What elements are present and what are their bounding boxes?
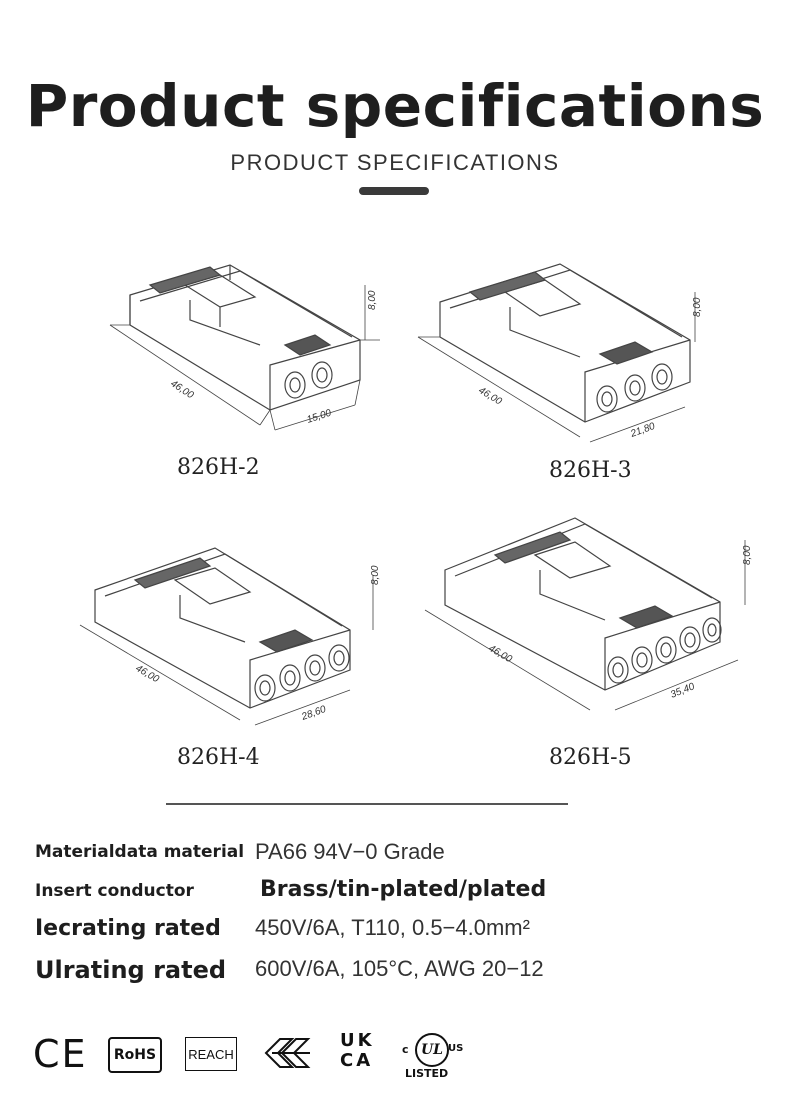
page-title: Product specifications	[25, 72, 765, 140]
page-subtitle: PRODUCT SPECIFICATIONS	[230, 150, 560, 175]
length-dimension: 46,00	[476, 385, 503, 408]
product-drawing-826h-3: 46,00 21,80 8,00	[400, 252, 710, 452]
product-drawing-826h-2: 46,00 15,00 8,00	[90, 245, 390, 445]
length-dimension: 46,00	[134, 663, 162, 685]
section-divider	[166, 803, 568, 805]
model-label-826h-4: 826H-4	[177, 745, 260, 770]
reach-icon: REACH	[185, 1037, 237, 1071]
spec-value-insert: Brass/tin-plated/plated	[260, 877, 547, 902]
connector-drawing-4: 46,00 28,60 8,00	[79, 547, 381, 726]
height-dimension: 8,00	[367, 290, 378, 310]
model-label-826h-5: 826H-5	[549, 745, 632, 770]
spec-label-insert: Insert conductor	[35, 881, 194, 901]
spec-value-material: PA66 94V−0 Grade	[255, 839, 445, 864]
spec-label-ul: Ulrating rated	[35, 956, 227, 984]
spec-label-material: Materialdata material	[35, 842, 245, 862]
rohs-icon: RoHS	[108, 1037, 162, 1073]
length-dimension: 46,00	[487, 643, 515, 665]
model-label-826h-2: 826H-2	[177, 455, 260, 480]
ukca-icon: UK CA	[340, 1030, 375, 1071]
connector-drawing-5: 46,00 35,40 8,00	[424, 517, 753, 711]
ul-circle: UL	[415, 1033, 449, 1067]
product-drawing-826h-5: 46,00 35,40 8,00	[420, 510, 760, 720]
spec-label-iec: Iecrating rated	[35, 916, 221, 941]
height-dimension: 8,00	[692, 297, 703, 317]
height-dimension: 8,00	[370, 565, 381, 585]
height-dimension: 8,00	[742, 545, 753, 565]
connector-drawing-2: 46,00 15,00 8,00	[109, 264, 380, 431]
kc-mark-icon	[262, 1034, 314, 1076]
product-drawing-826h-4: 46,00 28,60 8,00	[75, 530, 395, 730]
ul-listed-icon: c UL US LISTED	[402, 1027, 466, 1083]
title-underline	[359, 187, 429, 195]
width-dimension: 21,80	[628, 421, 657, 440]
length-dimension: 46,00	[168, 378, 195, 401]
width-dimension: 15,00	[306, 408, 334, 426]
model-label-826h-3: 826H-3	[549, 458, 632, 483]
connector-drawing-3: 46,00 21,80 8,00	[417, 263, 703, 443]
ce-icon: CE	[33, 1032, 88, 1076]
width-dimension: 35,40	[669, 681, 697, 701]
spec-value-iec: 450V/6A, T110, 0.5−4.0mm²	[255, 915, 530, 940]
spec-value-ul: 600V/6A, 105°C, AWG 20−12	[255, 956, 544, 981]
